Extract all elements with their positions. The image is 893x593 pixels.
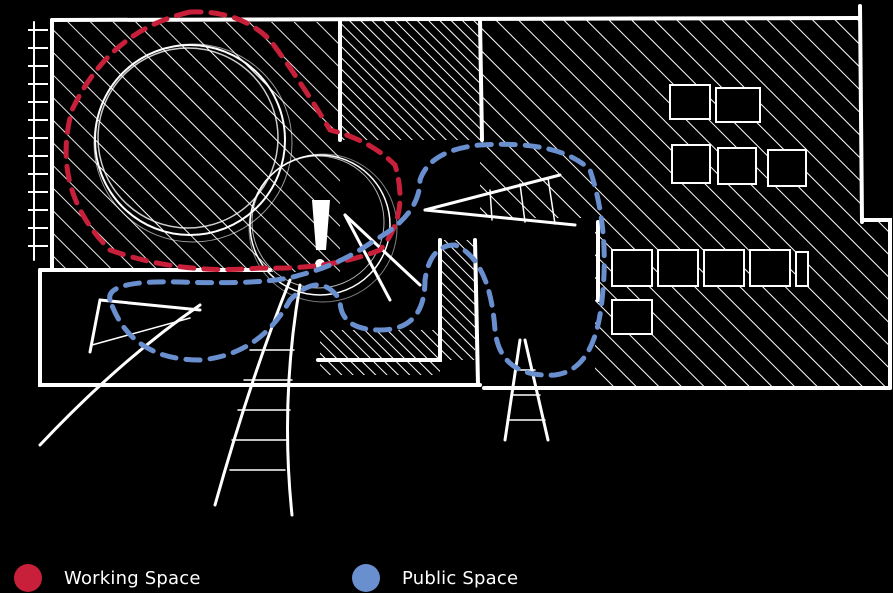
legend-item-public-space: Public Space — [352, 563, 518, 593]
legend-label-working-space: Working Space — [64, 568, 201, 589]
wall-ticks — [28, 30, 48, 246]
legend-label-public-space: Public Space — [402, 568, 518, 589]
legend-item-working-space: Working Space — [14, 563, 201, 593]
public-space-dot-icon — [352, 564, 380, 592]
working-space-dot-icon — [14, 564, 42, 592]
